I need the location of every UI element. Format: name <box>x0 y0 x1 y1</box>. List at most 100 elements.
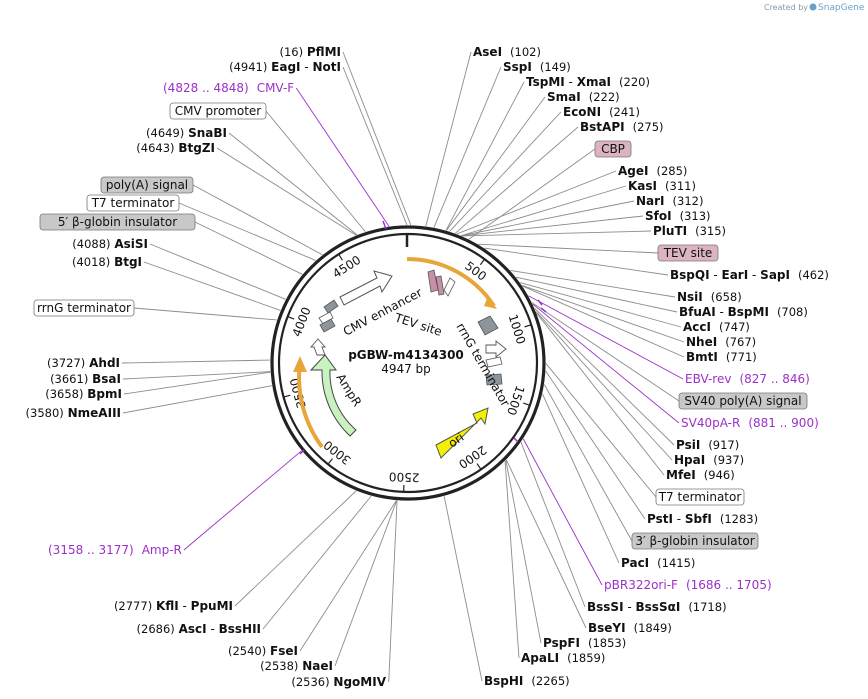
enzyme-name: EarI <box>722 268 749 282</box>
site-label-bfu: BfuAI - BspMI(708) <box>679 305 808 319</box>
site-label-nsi: NsiI(658) <box>677 290 742 304</box>
leader-line <box>520 442 586 608</box>
leader-line <box>456 170 617 235</box>
ruler-tick-1500 <box>523 402 531 406</box>
orf-arc-top-arrowhead <box>484 296 497 309</box>
leader-line <box>446 96 546 231</box>
enzyme-name: PacI <box>621 556 649 570</box>
sv40-polya-box <box>477 315 499 336</box>
cmv-f-primer-mark <box>382 220 387 230</box>
leader-line <box>454 126 579 234</box>
site-label-plu: PluTI(315) <box>653 224 726 238</box>
svg-text:T7 terminator: T7 terminator <box>658 490 742 504</box>
feature-label-polya: poly(A) signal <box>100 176 194 194</box>
site-label-bsai: (3661) BsaI <box>50 372 121 386</box>
feature-label-cbp: CBP <box>594 140 632 158</box>
enzyme-name: BspMI <box>728 305 769 319</box>
svg-text:poly(A) signal: poly(A) signal <box>106 178 188 192</box>
site-label-nae: (2538) NaeI <box>260 659 333 673</box>
enzyme-name: XmaI <box>577 75 611 89</box>
enzyme-name: SfoI <box>645 209 672 223</box>
ruler-tick-2000 <box>476 463 482 470</box>
ruler-tick-3000 <box>327 458 333 465</box>
site-label-btgz: (4643) BtgZI <box>136 141 215 155</box>
enzyme-name: HpaI <box>674 453 705 467</box>
leader-line <box>468 148 596 240</box>
small-arrow-feature <box>443 277 456 297</box>
site-label-pspf: PspFI(1853) <box>543 636 626 650</box>
leader-line <box>535 311 673 461</box>
leader-line <box>443 496 483 682</box>
rrng-terminator-left-arrow <box>310 338 326 356</box>
svg-text:rrnG terminator: rrnG terminator <box>37 301 131 315</box>
leader-line <box>528 295 684 380</box>
amp-r-primer-mark <box>299 449 305 455</box>
enzyme-name: AscI <box>179 622 207 636</box>
site-label-apal: ApaLI(1859) <box>521 651 605 665</box>
leader-line <box>460 185 627 237</box>
cmv-enhancer-feature <box>339 270 393 306</box>
leader-line <box>504 461 520 659</box>
enzyme-name: BfuAI <box>679 305 716 319</box>
ampr-feature <box>309 354 357 437</box>
site-label-mfe: MfeI(946) <box>666 468 735 482</box>
site-label-ngo: (2536) NgoMIV <box>291 675 386 689</box>
tev-site-label: TEV site <box>392 310 444 339</box>
enzyme-name: AsiSI <box>114 237 148 251</box>
site-label-bsss: BssSI - BssSαI(1718) <box>587 600 727 614</box>
enzyme-name: SnaBI <box>188 126 227 140</box>
site-label-age: AgeI(285) <box>618 164 687 178</box>
leader-line <box>545 363 657 498</box>
enzyme-name: NsiI <box>677 290 703 304</box>
ruler-tick-1000 <box>524 324 532 328</box>
enzyme-name: PpuMI <box>191 599 233 613</box>
orf-arc-left-arrowhead <box>293 356 307 372</box>
site-label-eco: EcoNI(241) <box>563 105 640 119</box>
leader-line <box>445 81 525 231</box>
site-label-bst: BstAPI(275) <box>580 120 664 134</box>
leader-line <box>478 243 659 254</box>
site-label-bspq: BspQI - EarI - SapI(462) <box>670 268 829 282</box>
ruler-tick-500 <box>479 258 486 266</box>
leader-line <box>461 215 644 237</box>
leader-line <box>123 371 271 395</box>
enzyme-name: ApaLI <box>521 651 559 665</box>
ruler-tick-4000 <box>287 316 295 320</box>
enzyme-name: NgoMIV <box>333 675 386 689</box>
svg-text:SV40 poly(A) signal: SV40 poly(A) signal <box>684 394 801 408</box>
enzyme-name: SspI <box>503 60 532 74</box>
site-label-asisi: (4088) AsiSI <box>72 237 148 251</box>
leader-line <box>178 202 316 261</box>
enzyme-name: BssHII <box>219 622 261 636</box>
site-label-asc: (2686) AscI - BssHII <box>137 622 261 636</box>
enzyme-name: NaeI <box>302 659 333 673</box>
svg-text:T7 terminator: T7 terminator <box>91 196 175 210</box>
site-label-fse: (2540) FseI <box>228 644 298 658</box>
ori-feature <box>435 407 489 459</box>
ruler-tick-3500 <box>283 394 291 398</box>
leader-line <box>334 500 398 667</box>
site-label-nme: (3580) NmeAIII <box>26 406 121 420</box>
enzyme-name: PspFI <box>543 636 580 650</box>
enzyme-name: KasI <box>628 179 657 193</box>
site-label-nar: NarI(312) <box>636 194 703 208</box>
leader-line <box>122 385 272 414</box>
enzyme-name: EcoNI <box>563 105 601 119</box>
enzyme-name: AgeI <box>618 164 648 178</box>
primer-label-cmvf: (4828 .. 4848)CMV-F <box>163 81 294 95</box>
leader-line <box>545 370 646 520</box>
poly-a-signal-box <box>323 299 339 314</box>
enzyme-name: AseI <box>473 45 502 59</box>
leader-line <box>520 282 682 328</box>
enzyme-name: NheI <box>686 335 717 349</box>
plasmid-backbone <box>270 225 546 501</box>
primer-label-sv40r: SV40pA-R(881 .. 900) <box>681 416 819 430</box>
primer-label-pbrf: pBR322ori-F(1686 .. 1705) <box>604 578 772 592</box>
enzyme-name: BspHI <box>484 674 523 688</box>
feature-label-tev: TEV site <box>657 244 719 262</box>
primer-label-ampr: (3158 .. 3177)Amp-R <box>48 543 182 557</box>
plasmid-name: pGBW-m4134300 <box>348 348 464 362</box>
site-label-bpm: (3658) BpmI <box>45 387 122 401</box>
leader-line <box>461 230 652 237</box>
